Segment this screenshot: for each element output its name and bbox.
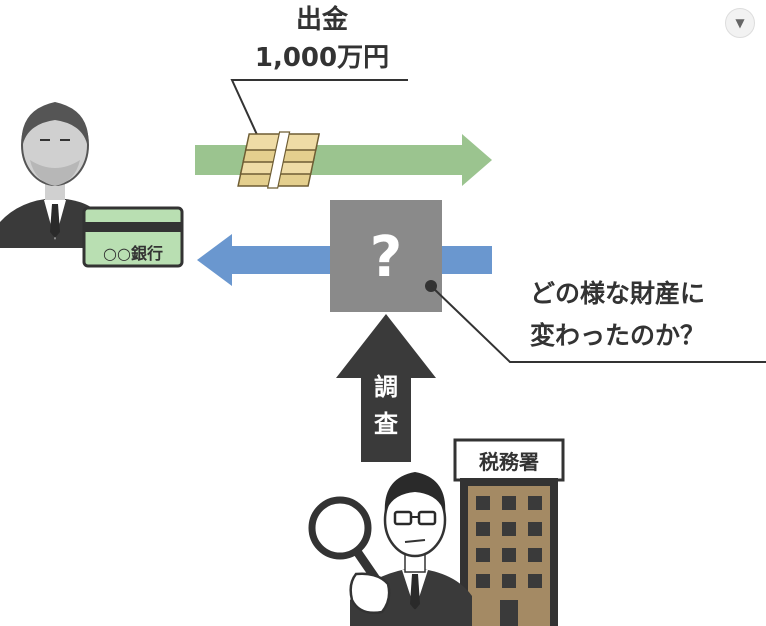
depositor-person <box>0 102 100 248</box>
investigation-arrow: 調 査 <box>336 314 436 462</box>
question-line-1: どの様な財産に <box>530 279 705 308</box>
bank-card: ○○銀行 <box>82 206 184 268</box>
withdrawal-amount: 1,000万円 <box>255 43 389 73</box>
banknote-stack-icon <box>237 131 321 189</box>
dropdown-button[interactable]: ▼ <box>725 8 755 38</box>
bank-name: ○○銀行 <box>103 244 163 263</box>
tax-inspector-person <box>350 472 472 626</box>
withdrawal-arrow <box>195 134 492 186</box>
chevron-down-icon: ▼ <box>735 16 745 30</box>
unknown-asset-box: ? <box>330 200 442 312</box>
tax-office-label: 税務署 <box>479 450 539 474</box>
tax-office-building: 税務署 <box>453 438 565 626</box>
question-callout-line <box>430 285 766 363</box>
investigate-char-1: 調 <box>374 373 398 401</box>
question-mark: ? <box>370 225 402 290</box>
magnifier-icon <box>308 496 391 614</box>
withdrawal-title: 出金 <box>296 4 349 35</box>
investigate-char-2: 査 <box>374 410 398 438</box>
amount-callout-line <box>230 79 408 151</box>
question-line-2: 変わったのか？ <box>530 321 705 350</box>
